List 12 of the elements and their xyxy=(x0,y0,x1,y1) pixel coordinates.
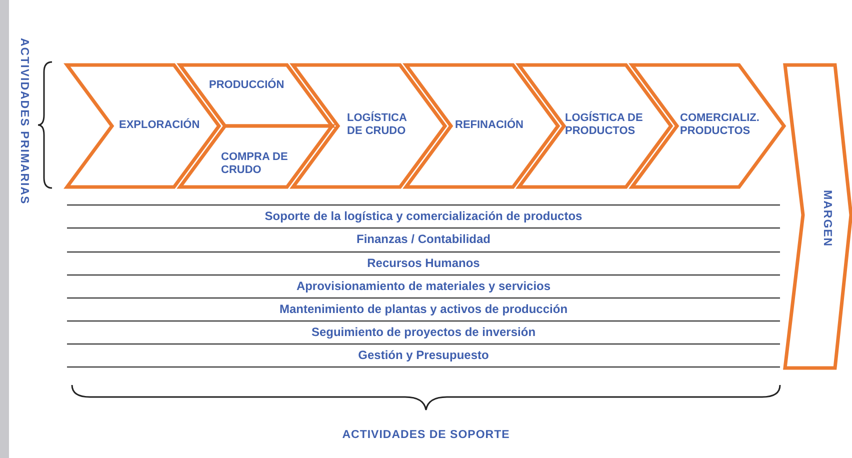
section-label: ACTIVIDADES DE SOPORTE xyxy=(341,429,511,441)
node-label: MARGEN xyxy=(821,190,833,248)
support-activity-label: Soporte de la logística y comercialización de productos xyxy=(264,209,584,223)
side-label: ACTIVIDADES PRIMARIAS xyxy=(18,38,30,205)
support-activity-label: Mantenimiento de plantas y activos de producción xyxy=(278,302,569,316)
support-activity-label: Seguimiento de proyectos de inversión xyxy=(310,325,537,339)
arrow-shape xyxy=(785,65,852,368)
support-activity-label: Gestión y Presupuesto xyxy=(357,348,490,362)
node-label: PRODUCCIÓN xyxy=(209,79,286,92)
support-activity-label: Aprovisionamiento de materiales y servicios xyxy=(295,279,552,293)
support-activity-label: Finanzas / Contabilidad xyxy=(355,232,492,246)
support-activity-label: Recursos Humanos xyxy=(366,256,481,270)
